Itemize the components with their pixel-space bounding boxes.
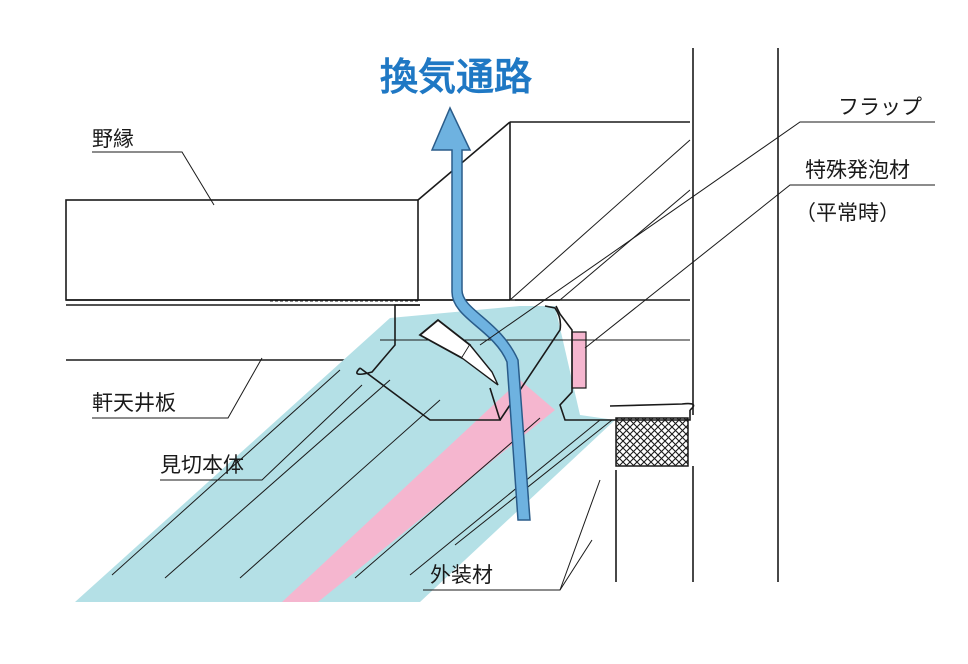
diagram-title: 換気通路: [380, 55, 533, 99]
label-noburi: 野縁: [92, 127, 134, 151]
furring-strip: [65, 121, 691, 301]
label-nokiten: 軒天井板: [92, 391, 176, 415]
airflow-arrow-icon: [430, 106, 531, 521]
label-foam: 特殊発泡材: [805, 158, 910, 182]
foam-strip-body: [282, 380, 555, 602]
label-foam-note: （平常時）: [795, 201, 900, 225]
label-mikiri: 見切本体: [160, 453, 244, 477]
label-flap: フラップ: [838, 95, 922, 119]
wall-structure: [615, 48, 779, 582]
leader-lines: [92, 121, 935, 591]
trim-body: [75, 304, 695, 602]
crosshatch-sealant-icon: [615, 417, 689, 467]
label-gaiso: 外装材: [430, 563, 493, 587]
flap-clip: [418, 318, 499, 386]
